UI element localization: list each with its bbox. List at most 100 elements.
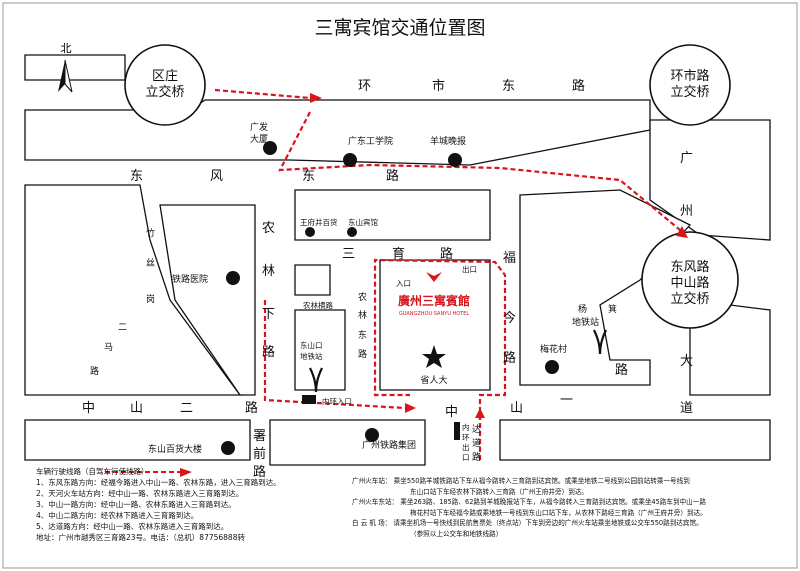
dongshankou-label-2: 地铁站 (300, 351, 323, 361)
huanshi-label-2: 立交桥 (670, 84, 709, 100)
neihuan-exit-marker (454, 422, 460, 440)
road-gz-dadao-char: 大 (680, 354, 693, 369)
dongshan-baihuo-dot (221, 441, 235, 455)
route-segment (278, 111, 681, 231)
tielu-hosp-label: 铁路医院 (172, 273, 208, 285)
hotel-logo-icon (426, 272, 442, 282)
road-gz-dadao-char: 广 (680, 151, 693, 166)
road-zhongshan1-char: 山 (510, 401, 523, 416)
route-segment (373, 258, 507, 420)
route-arrow (475, 408, 485, 418)
air-line-1: 请乘坐机场一号快线到民航售票处（终点站）下车到旁边的广州火车站乘坐地铁或公交车5… (393, 519, 703, 527)
dongshankou-label-1: 东山口 (300, 340, 323, 350)
train-label: 广州火车站： (352, 477, 392, 485)
block-nw (24, 54, 126, 81)
metro-dongshankou-icon (309, 367, 323, 393)
dongshan-hotel-dot (347, 227, 357, 237)
road-dongfeng-char: 东 (302, 169, 315, 184)
road-dadao-char: 道 (472, 437, 481, 449)
meihuacun-label: 梅花村 (540, 343, 567, 355)
exit-label: 出口 (462, 264, 477, 274)
legend-line: 4、中山二路方向：经农林下路进入三育路到达。 (36, 511, 199, 520)
quzhuang-interchange (124, 44, 206, 126)
road-zhusigang-char: 岗 (146, 294, 155, 305)
east-label: 广州火车东站： (352, 498, 399, 506)
legend-line: 2、天河火车站方向：经中山一路、农林东路进入三育路到达。 (36, 489, 244, 498)
east-line-2: 梅花村站下车经福今路或乘地铁一号线到东山口站下车，从农林下路经三育路（广州王府井… (410, 508, 707, 517)
road-huanshi-east-char: 东 (502, 79, 515, 94)
road-nonglinxia-char: 农 (262, 221, 275, 236)
road-huanshi-east-char: 路 (572, 78, 585, 94)
road-nonglindong-char: 林 (358, 309, 367, 321)
yangji-station-label: 地铁站 (572, 316, 599, 328)
road-sanyu-char: 路 (440, 246, 453, 262)
route-arrow (310, 93, 322, 103)
legend: 车辆行驶线路（自驾车行使线路） 1、东风东路方向：经福今路进入中山一路、农林东路… (36, 466, 281, 543)
road-zhongshan2-char: 路 (245, 400, 258, 416)
road-huanshi-east-char: 环 (358, 79, 371, 94)
guangfa-label-1: 广发 (250, 121, 268, 133)
road-gz-dadao-char: 道 (680, 401, 693, 416)
road-sanyu-char: 育 (392, 246, 405, 262)
legend-line: 5、达道路方向：经中山一路、农林东路进入三育路到达。 (36, 522, 229, 531)
road-zhongshan1-char: 路 (615, 362, 628, 378)
gz-tielu-dot (365, 428, 379, 442)
guangfa-label-2: 大厦 (250, 133, 268, 145)
quzhuang-label-1: 区庄 (152, 68, 178, 84)
air-label: 白 云 机 场： (352, 519, 392, 527)
road-nonglinxia-char: 下 (262, 307, 275, 322)
north-label: 北 (61, 42, 72, 55)
driving-routes (214, 88, 681, 460)
road-huanshi-east-char: 市 (432, 78, 445, 94)
gdgongxue-dot (343, 153, 357, 167)
neihuan-exit-char: 内 (462, 422, 470, 432)
gdgongxue-label: 广东工学院 (348, 135, 393, 147)
dongfeng-label-3: 立交桥 (670, 291, 709, 307)
neihuan-label: 内环入口 (322, 396, 352, 406)
block-hotel (379, 259, 491, 391)
neihuan-exit-char: 口 (462, 453, 470, 462)
air-line-2: （参照以上公交车和地铁线路） (410, 529, 503, 538)
east-line-1: 乘坐263路、185路、62路到羊城晚报站下车，从福今路转入三育路到达宾馆。或乘… (400, 498, 706, 506)
road-zhongshan1-char: 中 (445, 405, 458, 420)
legend-line: 1、东风东路方向：经福今路进入中山一路、农林东路，进入三育路到达。 (36, 478, 281, 487)
yangji-label-1: 杨 (578, 303, 587, 315)
train-line-1: 乘坐550路羊城铁路站下车从福今路转入三育路到达宾馆。或乘坐地铁二号线到公园前站… (393, 477, 690, 485)
road-zhongshan1-char: 一 (560, 393, 573, 408)
road-nonglinxia-char: 林 (262, 264, 275, 279)
road-dongfeng-char: 东 (130, 169, 143, 184)
road-dadao-char: 达 (472, 423, 481, 435)
shengrenda-label: 省人大 (420, 374, 447, 386)
road-fujin-char: 路 (503, 350, 516, 366)
map-title: 三寓宾馆交通位置图 (314, 17, 485, 39)
road-nonglindong-char: 东 (358, 329, 367, 341)
road-nonglinxia-char: 路 (262, 344, 275, 360)
road-dongfeng-char: 风 (210, 169, 223, 184)
neihuan-exit-char: 环 (462, 433, 470, 442)
wangfujing-dot (305, 227, 315, 237)
guangfa-dot (263, 141, 277, 155)
tielu-hosp-dot (226, 271, 240, 285)
dongfeng-label-1: 东风路 (670, 259, 709, 275)
road-zhongshan2-char: 二 (180, 401, 193, 416)
shengrenda-star-icon (422, 345, 446, 368)
route-arrow (405, 403, 416, 413)
road-nonglindong-char: 路 (358, 348, 367, 360)
route-arrow (676, 226, 688, 238)
train-line-2: 东山口站下车经农林下路转入三育路（广州王府井旁）到达。 (410, 487, 589, 496)
yangji-label-2: 箕 (608, 303, 617, 315)
block-dongshankou (294, 309, 346, 391)
yangcheng-dot (448, 153, 462, 167)
neihuan-exit-char: 出 (462, 442, 470, 452)
huanshi-interchange (649, 44, 731, 126)
quzhuang-label-2: 立交桥 (145, 84, 184, 100)
meihuacun-dot (545, 360, 559, 374)
road-zhusigang-char: 竹 (146, 227, 155, 239)
block-gztielu (269, 419, 426, 466)
legend-line: 3、中山一路方向：经中山一路、农林东路进入三育路到达。 (36, 500, 236, 509)
hotel-name-en: GUANGZHOU SANYU HOTEL (399, 311, 470, 317)
yangcheng-label: 羊城晚报 (430, 135, 466, 147)
road-zhusigang-char: 丝 (146, 257, 155, 269)
road-fujin-char: 福 (503, 251, 516, 266)
